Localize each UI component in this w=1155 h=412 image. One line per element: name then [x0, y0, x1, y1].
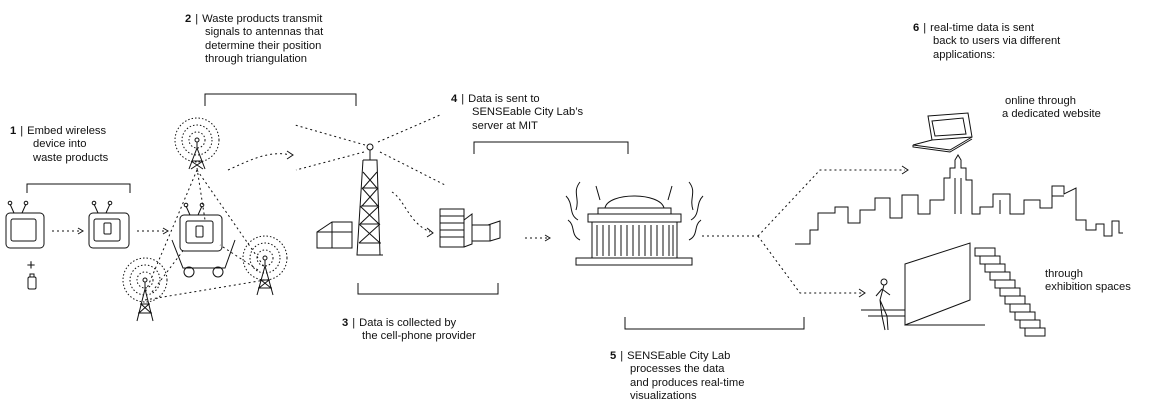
arrow-head: [427, 228, 433, 237]
arrow-head: [163, 228, 168, 234]
antenna-icon: [243, 236, 287, 295]
step-4-label: 4|Data is sent to SENSEable City Lab’s s…: [451, 93, 583, 133]
step-number: 2: [185, 13, 192, 25]
step-2-label: 2|Waste products transmit signals to ant…: [185, 13, 323, 67]
wireless-device-icon: [28, 274, 36, 289]
bracket-step-3: [358, 283, 498, 294]
step-number: 4: [451, 93, 458, 105]
arrow-head: [545, 235, 550, 241]
step-text-line: applications:: [933, 48, 996, 61]
separator: |: [352, 317, 356, 329]
step-text-line: Embed wireless: [27, 125, 107, 137]
step-text-line: and produces real-time: [630, 376, 745, 389]
triangulation-lines: [145, 168, 265, 300]
step-text-line: determine their position: [205, 39, 322, 52]
step-text-line: waste products: [33, 151, 109, 164]
bracket-step-4: [474, 142, 628, 154]
exhibition-wall-icon: [861, 243, 1045, 336]
channel-text-line: a dedicated website: [1002, 108, 1101, 121]
step-text-line: through triangulation: [205, 53, 308, 66]
step-number: 5: [610, 350, 617, 362]
mit-dome-icon: [566, 182, 703, 265]
channel-text-line: online through: [1005, 95, 1076, 107]
arrow-head: [78, 228, 83, 234]
antenna-icon: [123, 258, 167, 321]
bracket-step-1: [27, 184, 130, 193]
arrow-head: [902, 166, 908, 174]
separator: |: [923, 22, 927, 34]
step-text-line: Data is sent to: [468, 93, 540, 105]
step-text-line: back to users via different: [933, 35, 1061, 48]
step-number: 1: [10, 125, 17, 137]
step-text-line: SENSEable City Lab: [627, 350, 731, 362]
person-figure-icon: [876, 279, 890, 330]
separator: |: [20, 125, 24, 137]
exhibition-channel-label: through exhibition spaces: [1045, 268, 1131, 295]
separator: |: [195, 13, 199, 25]
channel-text-line: through: [1045, 268, 1083, 280]
step-text-line: Data is collected by: [359, 317, 457, 329]
tv-with-device-icon: [89, 201, 129, 248]
step-3-label: 3|Data is collected by the cell-phone pr…: [342, 317, 476, 344]
antenna-icon: [175, 118, 219, 169]
channel-text-line: exhibition spaces: [1045, 281, 1131, 294]
cell-tower-icon: [357, 144, 383, 255]
city-skyline: [795, 155, 1123, 244]
arrow-antenna-to-tower: [228, 154, 290, 170]
step-text-line: device into: [33, 138, 87, 151]
arrow-mit-to-outputs: [702, 170, 905, 293]
website-channel-label: online through a dedicated website: [1002, 95, 1101, 122]
provider-building-icon: [317, 222, 352, 248]
arrow-tower-to-server: [392, 192, 430, 232]
signal-lines: [295, 115, 445, 185]
step-text-line: the cell-phone provider: [362, 330, 476, 343]
bracket-step-2: [205, 94, 356, 106]
step-text-line: visualizations: [630, 390, 697, 403]
step-text-line: processes the data: [630, 363, 725, 376]
separator: |: [620, 350, 624, 362]
step-6-label: 6|real-time data is sent back to users v…: [913, 22, 1060, 62]
step-text-line: SENSEable City Lab’s: [472, 106, 584, 119]
tv-icon: [6, 201, 44, 248]
laptop-icon: [913, 113, 972, 152]
server-icon: [440, 209, 500, 247]
arrow-head: [287, 151, 293, 159]
bracket-step-5: [625, 317, 804, 329]
step-1-label: 1|Embed wireless device into waste produ…: [10, 125, 108, 165]
step-number: 6: [913, 22, 920, 34]
plus-sign: +: [27, 257, 36, 274]
step-number: 3: [342, 317, 349, 329]
step-5-label: 5|SENSEable City Lab processes the data …: [610, 350, 744, 404]
step-text-line: server at MIT: [472, 119, 538, 132]
plus-symbol: +: [27, 257, 36, 274]
step-text-line: real-time data is sent: [930, 22, 1034, 34]
step-text-line: signals to antennas that: [205, 26, 324, 39]
garbage-cart-icon: [172, 203, 235, 277]
separator: |: [461, 93, 465, 105]
step-text-line: Waste products transmit: [202, 13, 323, 25]
arrow-head: [859, 289, 865, 297]
